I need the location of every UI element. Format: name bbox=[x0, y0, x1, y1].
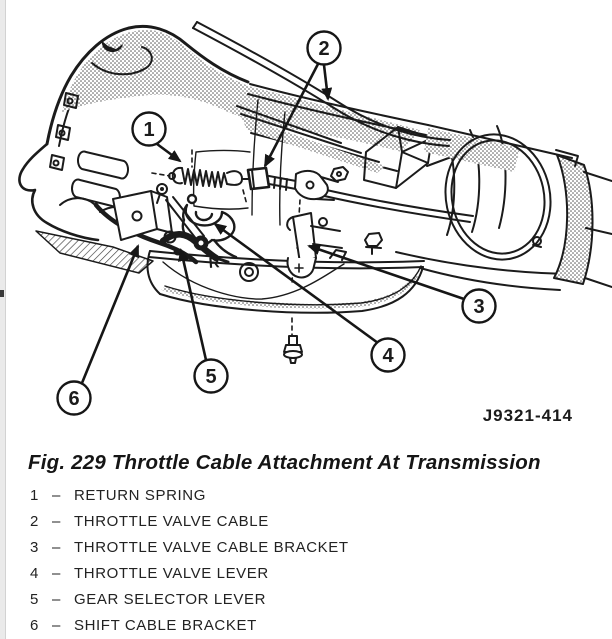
legend-item-number: 5 bbox=[30, 591, 39, 608]
legend-item-2: 2 – THROTTLE VALVE CABLE bbox=[30, 513, 590, 539]
callout-1: 1 bbox=[131, 111, 167, 147]
throttle-valve-cable bbox=[192, 21, 552, 261]
transmission-diagram: 1 2 3 4 5 6 R bbox=[18, 21, 612, 425]
callout-6: 6 bbox=[56, 380, 92, 416]
legend-item-dash: – bbox=[52, 487, 61, 504]
legend-item-dash: – bbox=[52, 591, 61, 608]
callout-1-number: 1 bbox=[143, 119, 154, 141]
shift-cable-bracket bbox=[35, 183, 209, 274]
legend-item-label: THROTTLE VALVE CABLE bbox=[74, 513, 269, 530]
callouts: 1 2 3 4 5 6 bbox=[56, 30, 497, 416]
callout-3: 3 bbox=[461, 288, 497, 324]
cable-end-fitting bbox=[246, 166, 349, 201]
legend-item-1: 1 – RETURN SPRING bbox=[30, 487, 590, 513]
figure-legend: 1 – RETURN SPRING 2 – THROTTLE VALVE CAB… bbox=[30, 487, 590, 639]
cable-loop bbox=[444, 133, 552, 261]
callout-4-number: 4 bbox=[382, 345, 394, 367]
legend-item-number: 1 bbox=[30, 487, 39, 504]
callout-4: 4 bbox=[370, 337, 406, 373]
callout-2-number: 2 bbox=[318, 38, 329, 60]
figure-caption: Fig. 229 Throttle Cable Attachment At Tr… bbox=[28, 451, 541, 474]
legend-item-number: 2 bbox=[30, 513, 39, 530]
legend-item-3: 3 – THROTTLE VALVE CABLE BRACKET bbox=[30, 539, 590, 565]
legend-item-label: THROTTLE VALVE CABLE BRACKET bbox=[74, 539, 349, 556]
pan-cast-letter: R bbox=[208, 254, 220, 272]
callout-5: 5 bbox=[193, 358, 229, 394]
legend-item-label: SHIFT CABLE BRACKET bbox=[74, 617, 257, 634]
legend-item-number: 4 bbox=[30, 565, 39, 582]
callout-2: 2 bbox=[306, 30, 342, 66]
return-spring bbox=[168, 166, 249, 188]
tail-housing bbox=[395, 124, 612, 291]
legend-item-5: 5 – GEAR SELECTOR LEVER bbox=[30, 591, 590, 617]
callout-6-leader bbox=[80, 244, 140, 384]
callout-2-leader-a bbox=[263, 63, 320, 168]
legend-item-number: 6 bbox=[30, 617, 39, 634]
oil-pan bbox=[146, 232, 425, 314]
callout-2-leader-b bbox=[321, 64, 333, 101]
legend-item-4: 4 – THROTTLE VALVE LEVER bbox=[30, 565, 590, 591]
callout-6-number: 6 bbox=[68, 388, 79, 410]
legend-item-6: 6 – SHIFT CABLE BRACKET bbox=[30, 617, 590, 639]
callout-5-number: 5 bbox=[205, 366, 216, 388]
legend-item-dash: – bbox=[52, 617, 61, 634]
pan-bolt bbox=[283, 335, 303, 364]
legend-item-label: THROTTLE VALVE LEVER bbox=[74, 565, 269, 582]
page-edge-strip bbox=[0, 0, 6, 639]
callout-4-leader bbox=[213, 222, 379, 345]
legend-item-dash: – bbox=[52, 565, 61, 582]
legend-item-label: GEAR SELECTOR LEVER bbox=[74, 591, 267, 608]
callout-5-leader bbox=[178, 248, 208, 361]
legend-item-dash: – bbox=[52, 513, 61, 530]
drawing-id-label: J9321-414 bbox=[483, 406, 573, 425]
callout-1-leader bbox=[156, 142, 182, 163]
page-edge-tick bbox=[0, 290, 4, 297]
callout-3-leader bbox=[307, 244, 465, 301]
callout-3-number: 3 bbox=[473, 296, 484, 318]
legend-item-label: RETURN SPRING bbox=[74, 487, 206, 504]
bell-housing bbox=[18, 24, 420, 265]
throttle-valve-lever bbox=[181, 193, 238, 259]
legend-item-number: 3 bbox=[30, 539, 39, 556]
callout-leaders bbox=[80, 63, 465, 384]
transmission-case bbox=[236, 83, 455, 226]
legend-item-dash: – bbox=[52, 539, 61, 556]
